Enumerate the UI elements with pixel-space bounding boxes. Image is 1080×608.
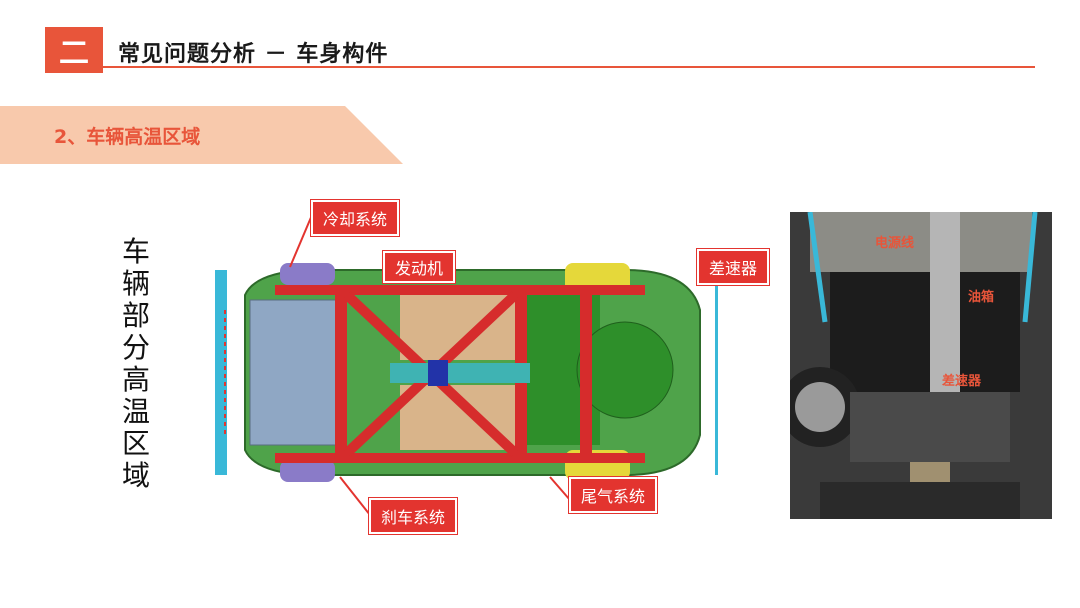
underbody-photo: 电源线 油箱 差速器 xyxy=(790,212,1052,519)
tunnel-block xyxy=(428,360,448,386)
rail-top xyxy=(275,285,645,295)
front-right-wheel xyxy=(280,460,335,482)
vehicle-diagram-drawing xyxy=(215,214,718,516)
photo-label-differential: 差速器 xyxy=(942,374,982,389)
photo-label-fuel-tank: 油箱 xyxy=(968,290,995,305)
banner-shape xyxy=(0,106,403,164)
photo-label-battery-wire: 电源线 xyxy=(875,236,915,251)
front-subframe xyxy=(249,299,346,446)
callout-differential: 差速器 xyxy=(697,249,770,285)
banner-title: 2、车辆高温区域 xyxy=(54,126,201,148)
vertical-caption: 车辆部分高温区域 xyxy=(121,235,150,492)
underbody-photo-drawing xyxy=(790,212,1052,519)
callout-engine: 发动机 xyxy=(383,251,456,283)
crossmember-1 xyxy=(335,285,347,463)
page-title: 常见问题分析 － 车身构件 xyxy=(118,42,389,67)
callout-exhaust-system: 尾气系统 xyxy=(569,477,658,513)
center-tunnel xyxy=(390,363,530,383)
rear-marker-bar xyxy=(715,270,718,475)
crossmember-3 xyxy=(580,285,592,463)
spare-wheel-well xyxy=(576,321,674,419)
front-marker-bar xyxy=(215,270,227,475)
vehicle-diagram: 冷却系统 发动机 差速器 刹车系统 尾气系统 xyxy=(185,185,785,545)
title-divider xyxy=(45,66,1035,68)
section-number-badge: 二 xyxy=(45,27,103,73)
section-banner: 2、车辆高温区域 xyxy=(0,106,403,164)
callout-cooling-system: 冷却系统 xyxy=(311,200,400,236)
callout-brake-system: 刹车系统 xyxy=(369,498,458,534)
front-left-wheel xyxy=(280,263,335,285)
rail-bottom xyxy=(275,453,645,463)
